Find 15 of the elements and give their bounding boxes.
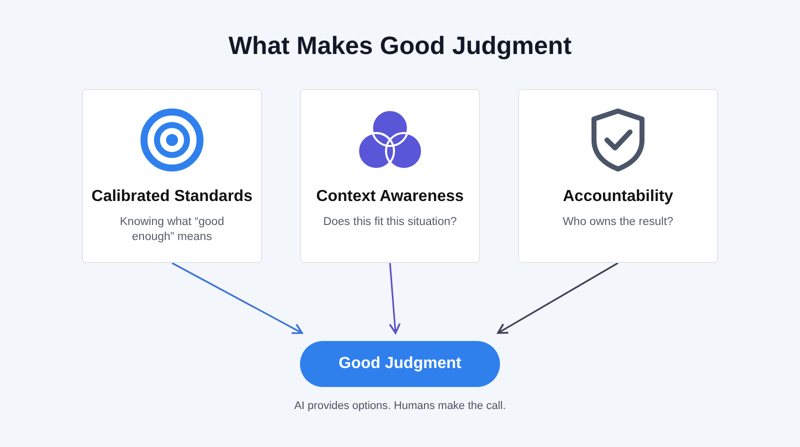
result-pill: Good Judgment [300,341,500,387]
diagram-title: What Makes Good Judgment [227,32,573,61]
arrow [388,262,401,334]
arrow [497,262,618,334]
card-heading: Accountability [562,188,674,206]
factor-card [300,89,480,263]
card-heading: Calibrated Standards [92,188,252,206]
arrow [172,262,303,334]
card-description: Knowing what “good enough” means [118,215,226,245]
card-heading: Context Awareness [316,188,464,206]
factor-card [82,89,262,263]
note-text: AI provides options. Humans make the call. [293,400,507,412]
card-description: Does this fit this situation? [322,215,458,230]
factor-card [518,89,718,263]
card-description: Who owns the result? [562,215,674,230]
